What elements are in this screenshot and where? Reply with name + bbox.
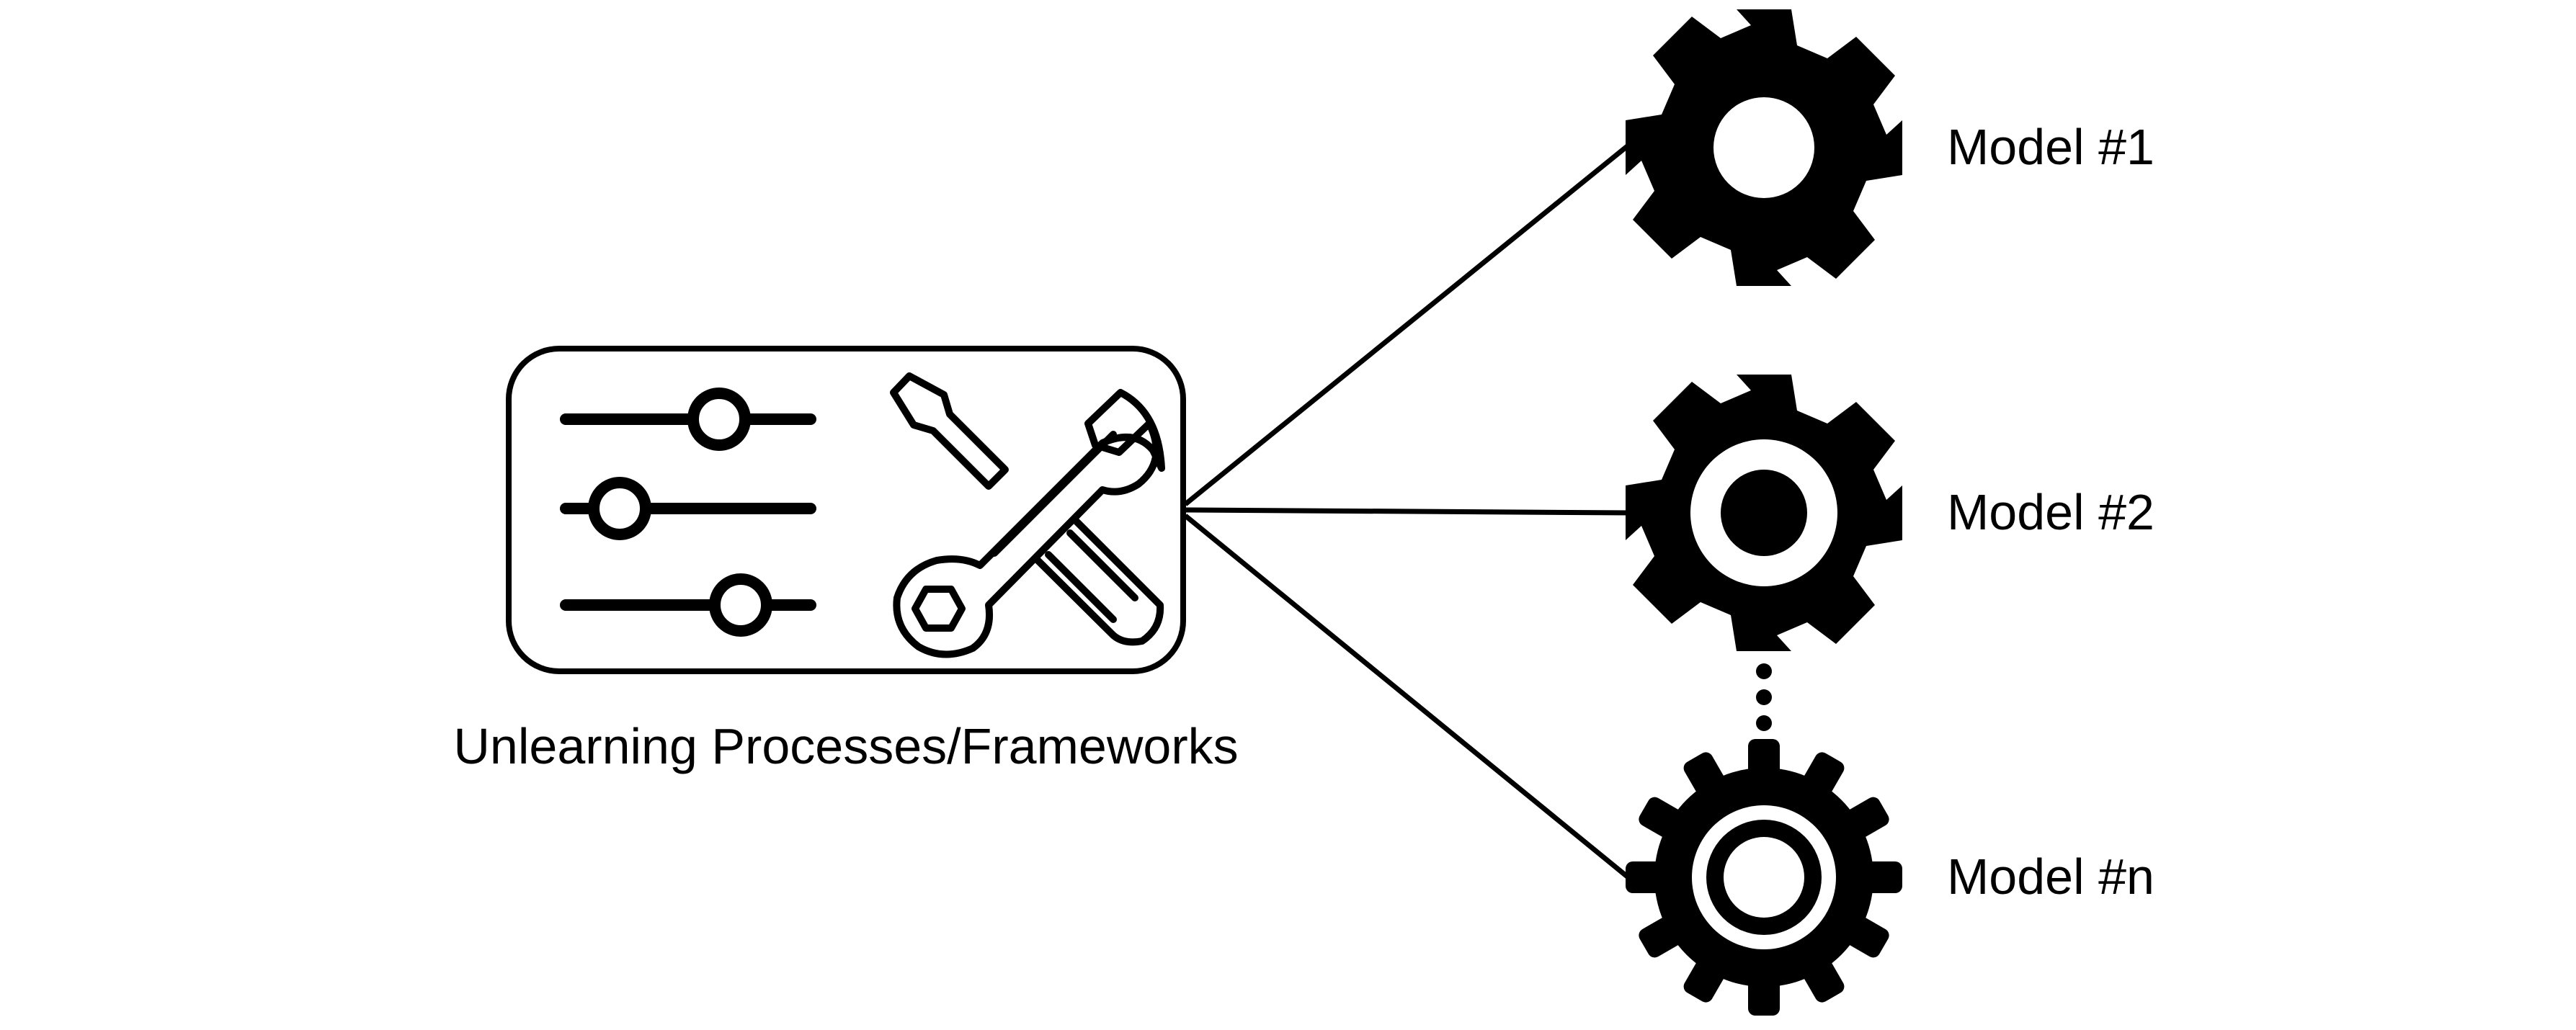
model-2-label: Model #2 — [1947, 484, 2154, 540]
model-2-gear-icon — [1626, 375, 1902, 651]
model-1-label: Model #1 — [1947, 119, 2154, 175]
connector-to-model-n — [1183, 514, 1632, 881]
connector-to-model-2 — [1185, 507, 1631, 516]
slider-knob-1[interactable] — [687, 388, 751, 451]
model-n-gear-icon — [1626, 739, 1902, 1016]
slider-knob-3[interactable] — [709, 573, 772, 637]
vertical-dots-icon — [1756, 663, 1772, 731]
framework-label: Unlearning Processes/Frameworks — [453, 718, 1238, 774]
framework-box — [506, 346, 1186, 674]
connector-to-model-1 — [1183, 142, 1632, 506]
tools-icon — [890, 372, 1165, 658]
connector-lines — [1183, 142, 1632, 881]
wrench-icon — [893, 389, 1165, 658]
model-n-label: Model #n — [1947, 848, 2154, 905]
model-1-gear-icon — [1626, 9, 1902, 286]
slider-knobs — [588, 388, 772, 637]
slider-knob-2[interactable] — [588, 477, 651, 540]
